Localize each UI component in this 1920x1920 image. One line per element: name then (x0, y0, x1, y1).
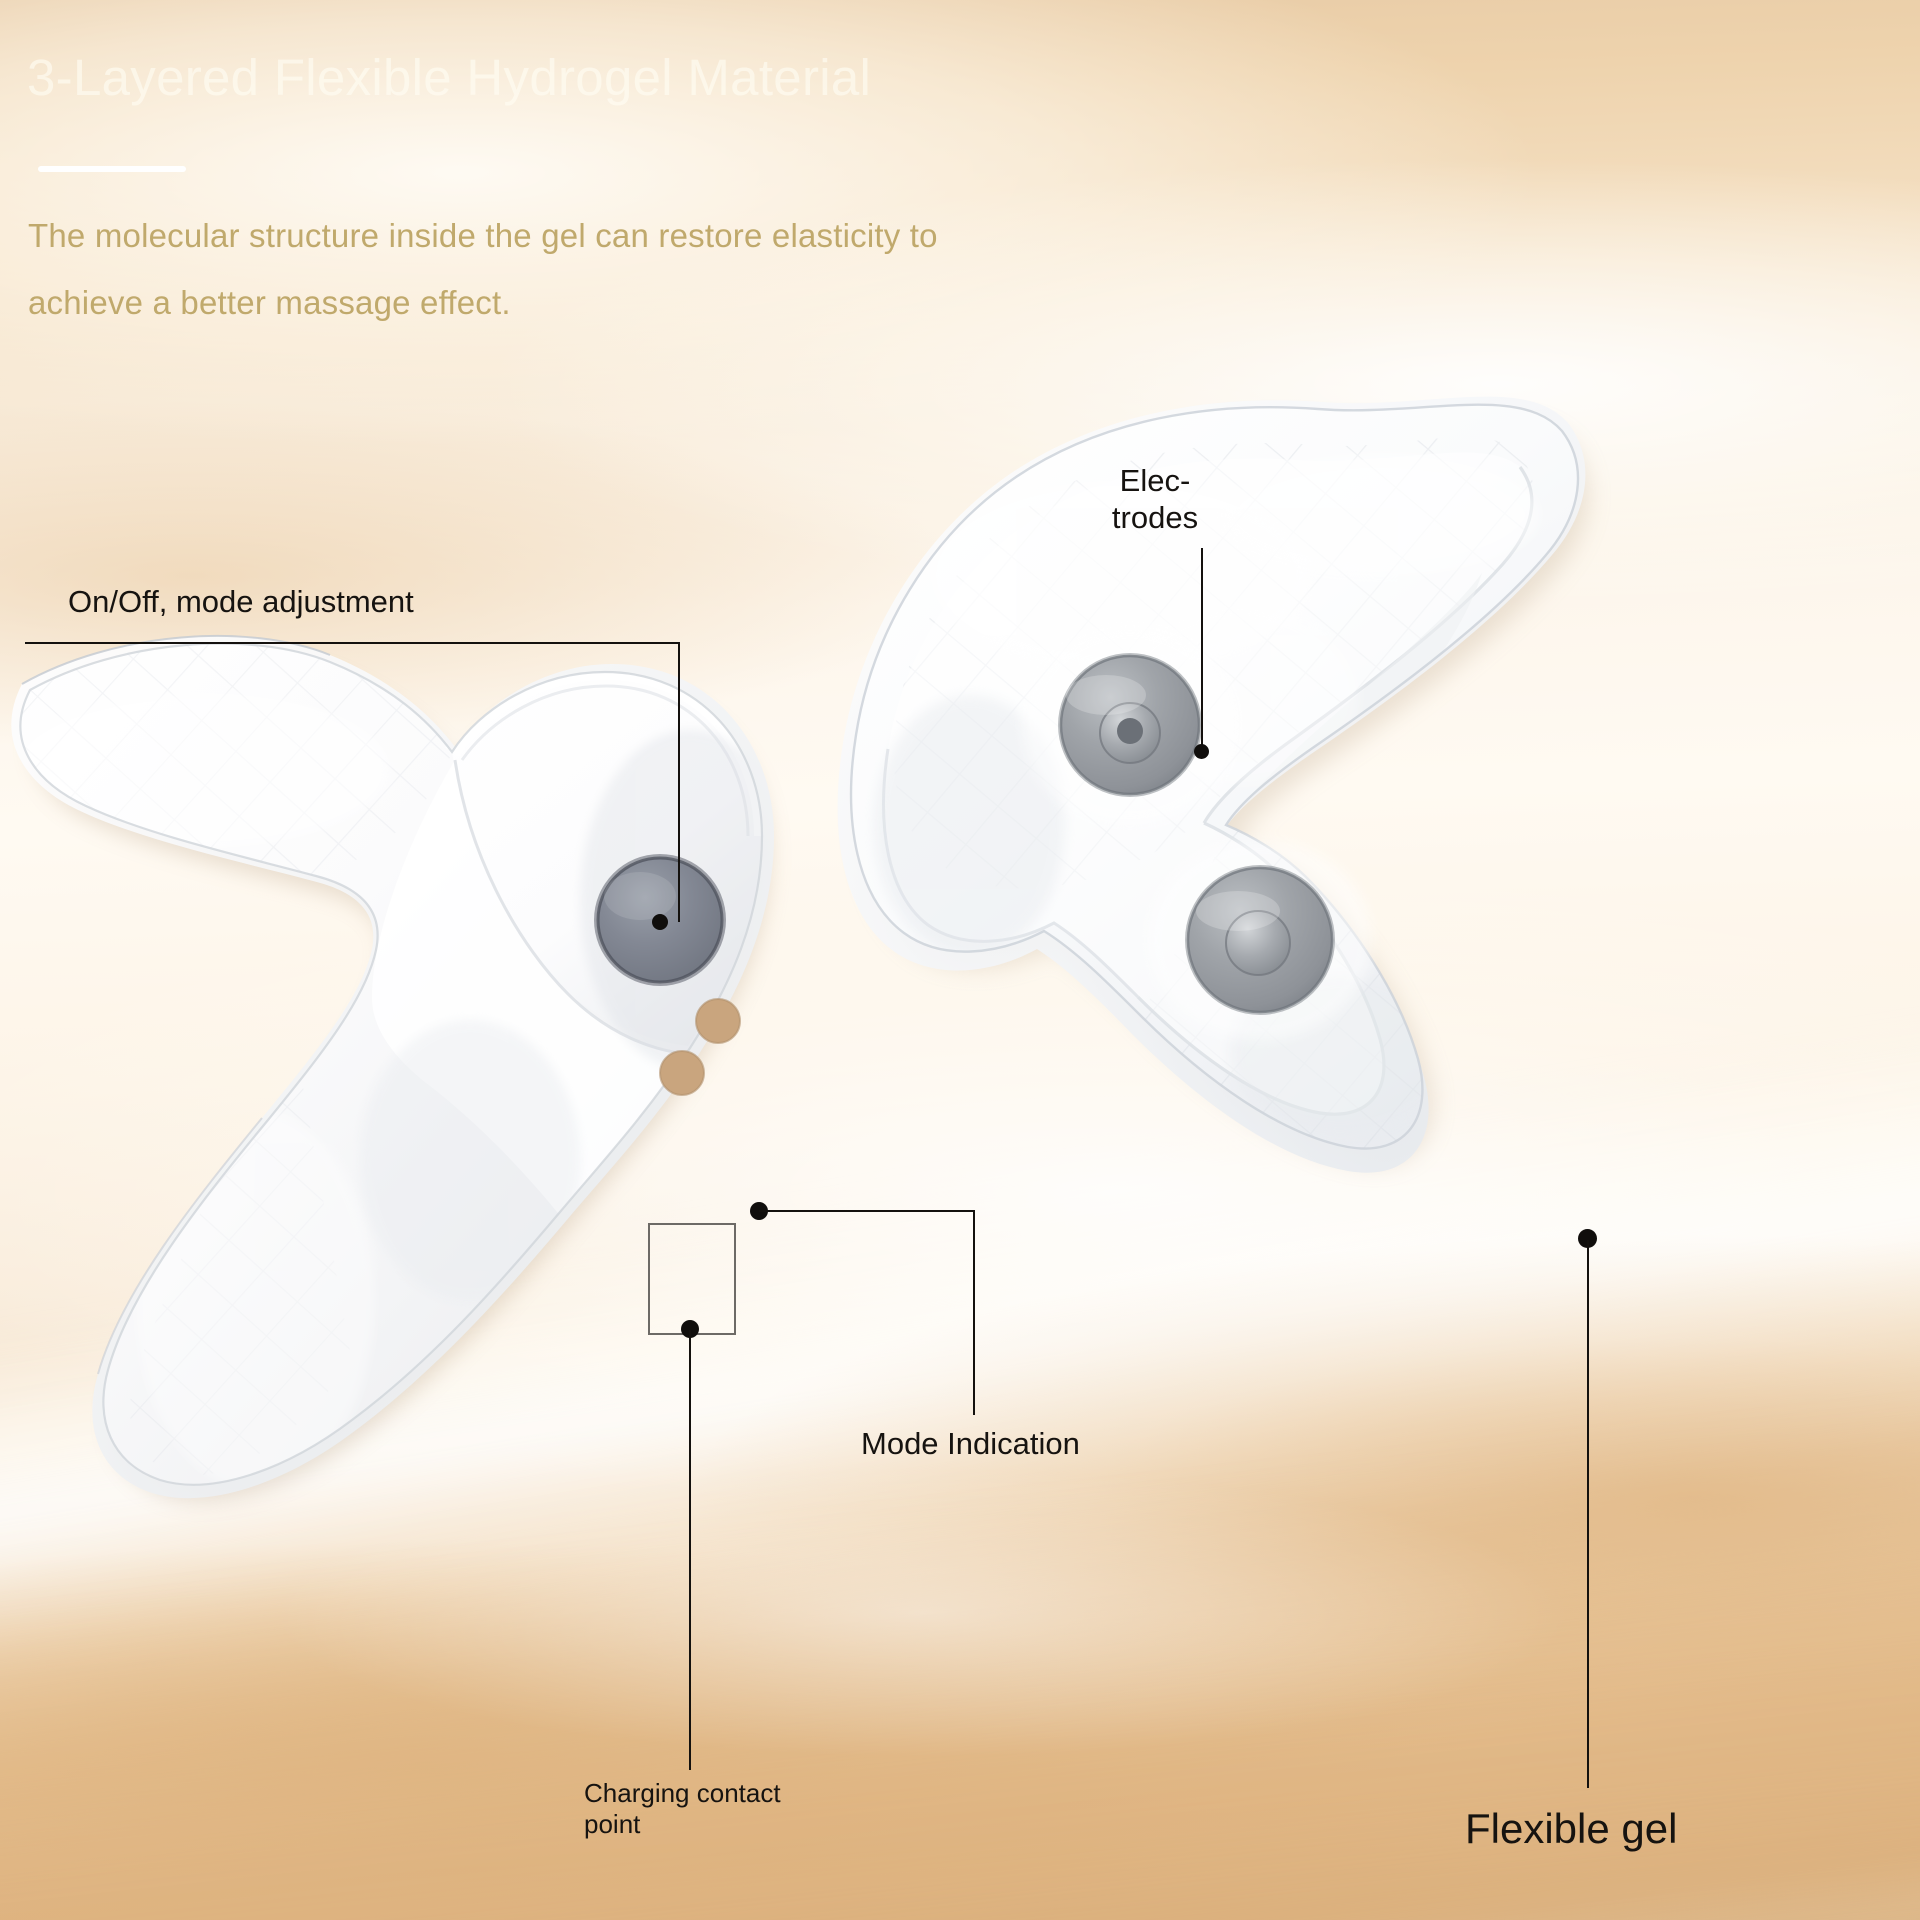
electrode-lower[interactable] (1148, 840, 1372, 1040)
leader-line-power-horizontal (25, 642, 680, 644)
device-gel-pad-back (820, 395, 1600, 1175)
leader-line-gel (1587, 1240, 1589, 1788)
leader-line-electrodes (1201, 548, 1203, 752)
callout-label-gel: Flexible gel (1465, 1805, 1678, 1852)
charging-contact-pads[interactable] (659, 998, 741, 1096)
device-front-massager (0, 600, 780, 1501)
marker-dot-gel (1578, 1229, 1597, 1248)
charging-contact-outline-box (648, 1223, 736, 1335)
leader-line-mode-vertical (973, 1210, 975, 1415)
leader-line-charging (689, 1330, 691, 1770)
page-subtitle: The molecular structure inside the gel c… (28, 217, 938, 321)
title-divider (38, 166, 186, 172)
marker-dot-power (652, 914, 668, 930)
electrode-upper[interactable] (1022, 625, 1238, 825)
callout-label-mode: Mode Indication (861, 1426, 1080, 1461)
leader-line-mode-horizontal (759, 1210, 975, 1212)
marker-dot-electrodes (1194, 744, 1209, 759)
marker-dot-charging (681, 1320, 699, 1338)
leader-line-power-vertical (678, 642, 680, 922)
callout-label-charging: Charging contact point (584, 1778, 781, 1839)
callout-label-power: On/Off, mode adjustment (68, 584, 414, 619)
callout-label-electrodes: Elec- trodes (1111, 463, 1199, 535)
page-title: 3-Layered Flexible Hydrogel Material (27, 49, 872, 106)
